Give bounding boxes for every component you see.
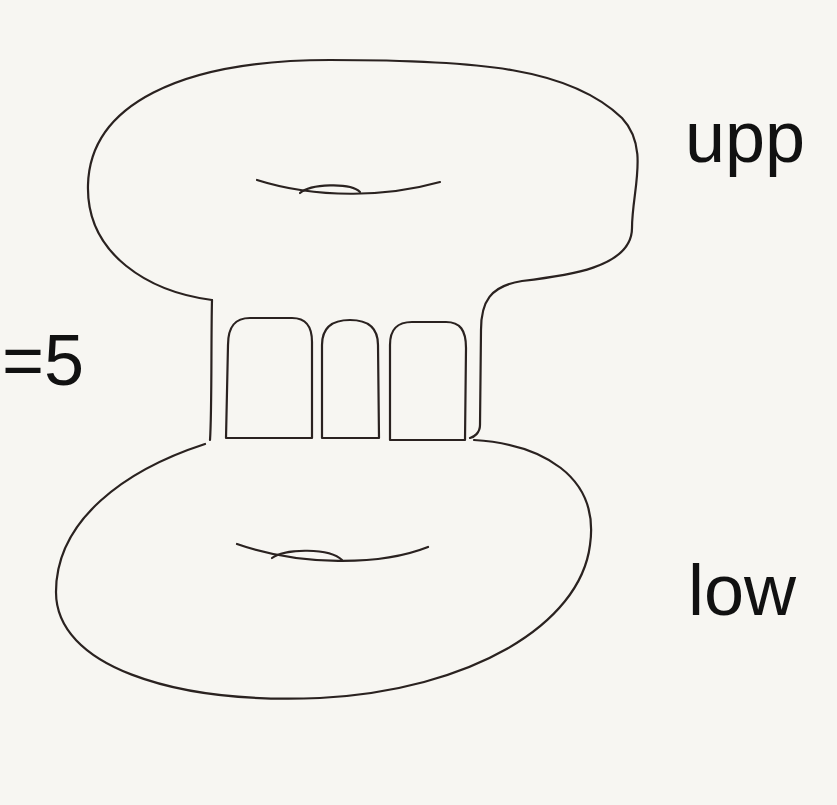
genus-label: =5 <box>2 324 84 396</box>
torus-hole-lower <box>237 544 428 561</box>
torus-hole-upper <box>300 185 360 193</box>
region-label: upp <box>685 101 805 173</box>
tube-hole <box>322 320 379 438</box>
neck-left <box>210 300 212 440</box>
tube-hole <box>226 318 312 438</box>
surface-outline <box>88 60 638 438</box>
torus-hole-upper <box>257 180 440 194</box>
surface-outline-lower <box>56 440 591 699</box>
tube-hole <box>390 322 466 440</box>
region-label: low <box>688 554 796 626</box>
torus-hole-lower <box>272 551 342 560</box>
